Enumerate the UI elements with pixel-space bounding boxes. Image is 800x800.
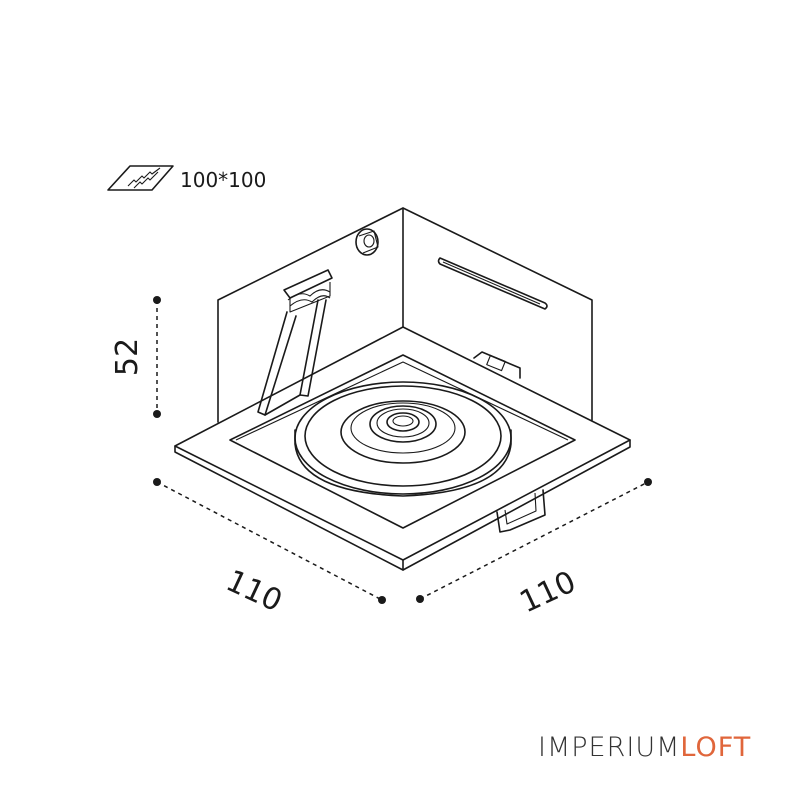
- housing-box: [217, 207, 593, 423]
- cutout-size-label: 100*100: [180, 168, 266, 192]
- height-value: 52: [110, 338, 145, 376]
- width-right-value: 110: [515, 564, 582, 620]
- trim-flange: [174, 326, 631, 571]
- width-dimension-left: [153, 478, 386, 604]
- side-tab: [473, 351, 521, 379]
- brand-part1: IMPERIUM: [538, 732, 681, 763]
- height-dimension: [153, 296, 161, 418]
- spring-clip: [257, 269, 333, 416]
- width-dimension-right: [416, 478, 652, 603]
- cutout-hatch-icon: [107, 165, 174, 191]
- width-left-value: 110: [221, 563, 288, 619]
- brand-part2: LOFT: [680, 732, 752, 763]
- bottom-clip: [496, 489, 546, 533]
- brand-logo: IMPERIUMLOFT: [538, 732, 751, 763]
- lamp-module: [294, 381, 512, 497]
- cable-grommet: [355, 228, 379, 256]
